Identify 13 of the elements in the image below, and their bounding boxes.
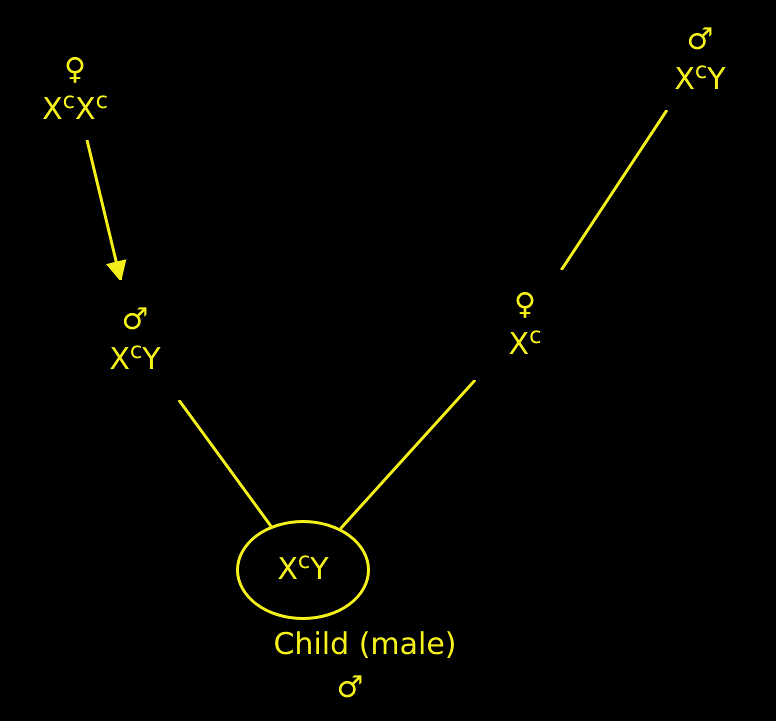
sex-symbol: ♂ bbox=[122, 301, 148, 339]
sex-symbol: ♀ bbox=[64, 51, 86, 89]
sex-symbol: ♂ bbox=[336, 669, 364, 707]
genotype-label: X$^{c}$Y bbox=[277, 550, 329, 589]
genotype-label: X$^{c}$X$^{c}$ bbox=[42, 90, 108, 129]
genotype-label: X$^{c}$Y bbox=[109, 340, 161, 379]
genotype-label: X$^{c}$ bbox=[508, 325, 542, 364]
sex-symbol: ♀ bbox=[514, 286, 536, 324]
line bbox=[560, 109, 668, 271]
sex-symbol: ♂ bbox=[686, 21, 714, 59]
node-label: Child (male) bbox=[272, 626, 458, 664]
genotype-label: X$^{c}$Y bbox=[674, 60, 726, 99]
arrow bbox=[86, 140, 126, 282]
